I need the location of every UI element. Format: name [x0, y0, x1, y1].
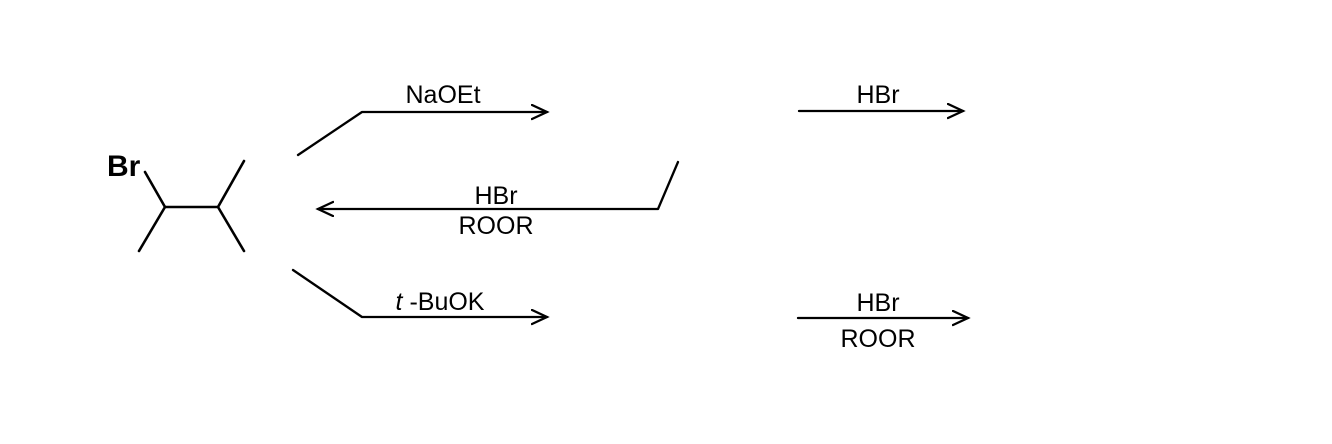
tbuok-label-rest: -BuOK [409, 288, 484, 316]
bond-br-c2 [143, 170, 167, 209]
reaction-arrow-hbr-roor: HBr ROOR [796, 289, 968, 353]
bond-c3-methyl-up [216, 159, 246, 209]
arrow-hbr-roor-reverse-line [318, 160, 680, 209]
arrow-tbuok-line [291, 268, 547, 317]
arrow-naoet-line [296, 112, 547, 157]
bond-c3-methyl-down [216, 205, 246, 253]
tbuok-label: t -BuOK [396, 288, 485, 316]
roor-label-bottom-right: ROOR [841, 325, 916, 353]
reaction-arrow-naoet: NaOEt [296, 81, 547, 157]
tbuok-label-italic-t: t [396, 288, 404, 316]
reaction-arrow-hbr-roor-reverse: HBr ROOR [318, 160, 680, 240]
roor-label-middle: ROOR [459, 212, 534, 240]
hbr-label-bottom-right: HBr [856, 289, 899, 317]
reactant-molecule: Br [107, 150, 246, 253]
bromine-atom-label: Br [107, 150, 141, 183]
reaction-arrow-tbuok: t -BuOK [291, 268, 547, 317]
naoet-label: NaOEt [405, 81, 480, 109]
reaction-arrow-hbr: HBr [797, 81, 963, 111]
hbr-label-top-right: HBr [856, 81, 899, 109]
hbr-label-middle: HBr [474, 182, 517, 210]
bond-c2-methyl [137, 205, 167, 253]
